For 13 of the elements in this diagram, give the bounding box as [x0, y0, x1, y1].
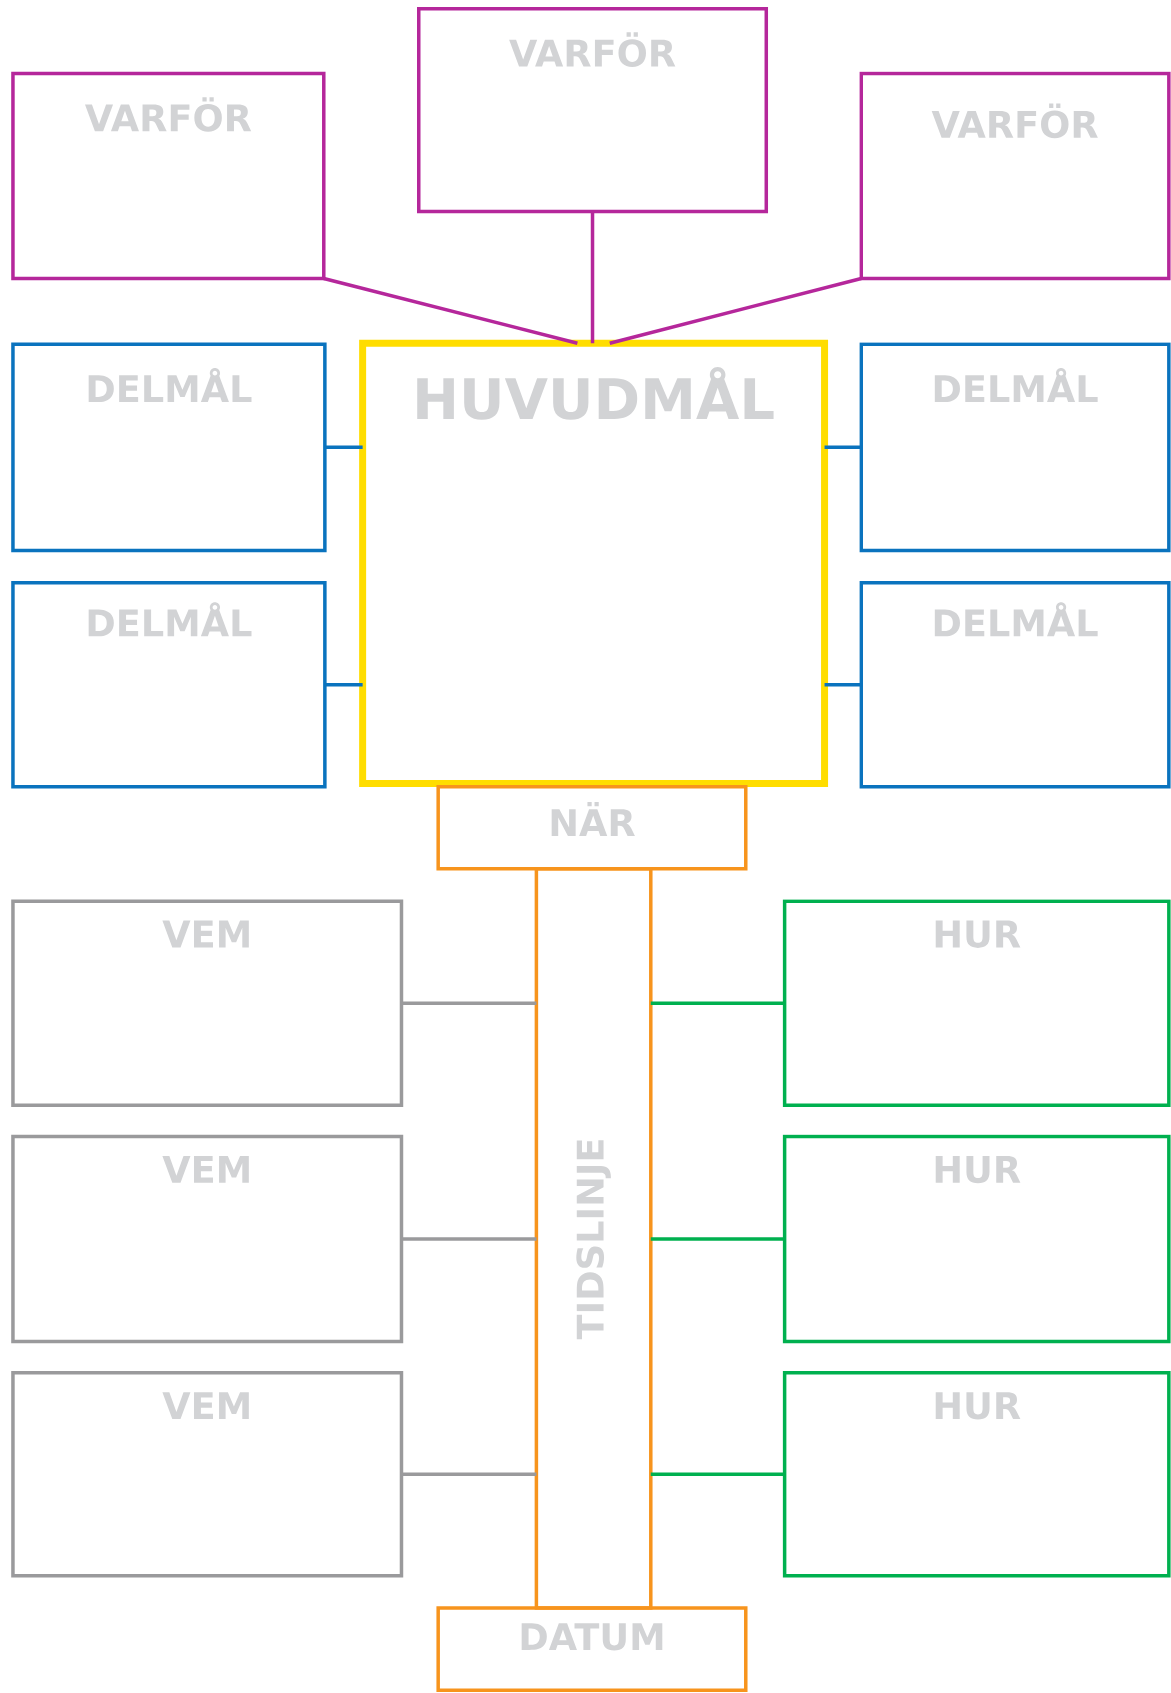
connector-line: [324, 683, 363, 687]
connector-line: [609, 276, 862, 345]
connector-line: [401, 1237, 537, 1241]
connector-line: [824, 445, 862, 450]
connector-line: [324, 445, 363, 450]
connector-line: [590, 211, 595, 344]
connector-line: [650, 1001, 785, 1005]
connector-line: [650, 1472, 785, 1477]
connector-line: [401, 1472, 537, 1477]
connector-line: [650, 1237, 785, 1241]
connector-line: [401, 1001, 537, 1005]
connector-line: [824, 683, 862, 687]
connector-line: [323, 276, 578, 345]
